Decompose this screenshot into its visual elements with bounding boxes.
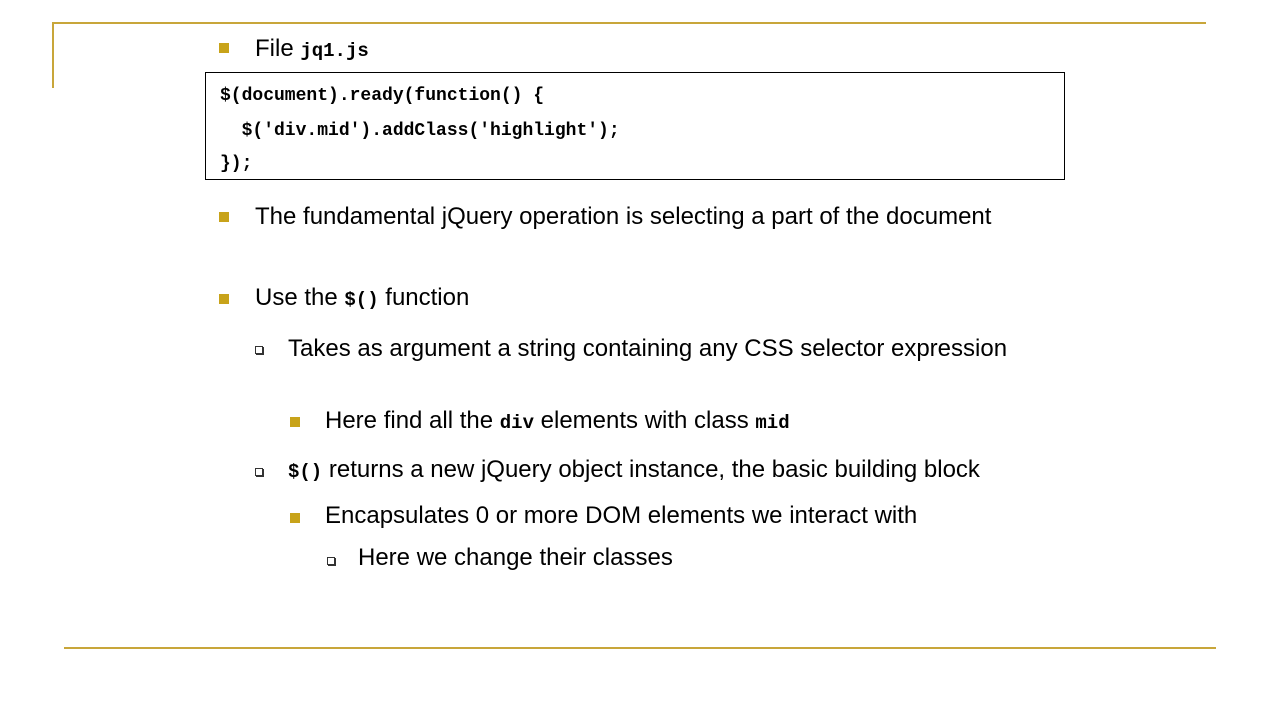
code-line: $(document).ready(function() { [220, 86, 545, 106]
square-bullet-icon [219, 294, 229, 304]
hollow-square-bullet-icon [255, 346, 263, 354]
inline-code: $() [288, 461, 323, 483]
sub-bullet-returns: $() returns a new jQuery object instance… [288, 454, 980, 488]
frame-rule-left [52, 22, 54, 88]
file-label: File [255, 35, 301, 62]
inline-code: mid [755, 412, 790, 434]
bullet-text: function [378, 284, 470, 311]
square-bullet-icon [290, 513, 300, 523]
hollow-square-bullet-icon [255, 468, 263, 476]
hollow-square-bullet-icon [327, 557, 335, 565]
file-name: jq1.js [300, 40, 369, 62]
sub-sub-bullet-div: Here find all the div elements with clas… [325, 405, 790, 439]
code-line: $('div.mid').addClass('highlight'); [220, 121, 620, 141]
file-heading: File jq1.js [255, 33, 369, 67]
square-bullet-icon [219, 212, 229, 222]
bullet-selecting: The fundamental jQuery operation is sele… [255, 203, 992, 230]
inline-code: $() [344, 289, 379, 311]
square-bullet-icon [219, 43, 229, 53]
bullet-text: Use the [255, 284, 345, 311]
code-line: }); [220, 154, 253, 174]
square-bullet-icon [290, 417, 300, 427]
inline-code: div [499, 412, 534, 434]
sub-sub-sub-bullet-classes: Here we change their classes [358, 544, 673, 571]
frame-rule-bottom [64, 647, 1216, 649]
bullet-text: Here find all the [325, 407, 500, 434]
code-block: $(document).ready(function() { $('div.mi… [205, 72, 1065, 180]
bullet-text: returns a new jQuery object instance, th… [322, 456, 980, 483]
sub-bullet-argument: Takes as argument a string containing an… [288, 335, 1008, 362]
sub-sub-bullet-encapsulates: Encapsulates 0 or more DOM elements we i… [325, 502, 918, 529]
frame-rule-top [52, 22, 1206, 24]
bullet-text: elements with class [533, 407, 756, 434]
bullet-use-function: Use the $() function [255, 282, 469, 316]
